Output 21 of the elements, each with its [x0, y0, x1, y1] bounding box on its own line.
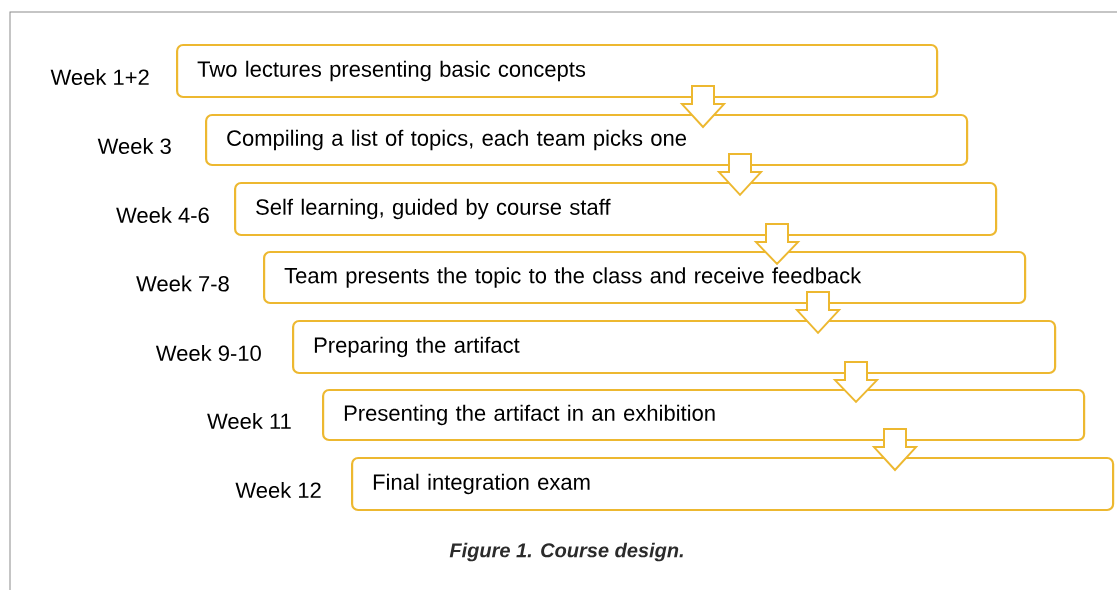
block-arrow [794, 291, 842, 335]
step-box: Compiling a list of topics, each team picks one [205, 113, 969, 167]
week-label: Week 7-8 [136, 275, 229, 292]
block-arrow [832, 361, 880, 404]
step-box: Team presents the topic to the class and receive feedback [263, 250, 1027, 305]
step-box: Final integration exam [351, 456, 1115, 512]
step-box: Presenting the artifact in an exhibition [322, 388, 1086, 442]
step-box: Two lectures presenting basic concepts [176, 43, 939, 99]
figure-caption: Figure 1. Course design. [449, 542, 683, 562]
block-arrow [716, 153, 764, 197]
block-arrow [753, 223, 801, 266]
block-arrow [679, 85, 727, 129]
week-label: Week 9-10 [155, 344, 261, 362]
week-label: Week 12 [235, 481, 321, 499]
week-label: Week 4-6 [116, 206, 209, 224]
week-label: Week 11 [207, 412, 291, 430]
week-label: Week 1+2 [50, 68, 149, 86]
step-box: Self learning, guided by course staff [234, 181, 998, 237]
week-label: Week 3 [97, 137, 171, 155]
step-box: Preparing the artifact [292, 319, 1057, 375]
block-arrow [871, 428, 919, 472]
